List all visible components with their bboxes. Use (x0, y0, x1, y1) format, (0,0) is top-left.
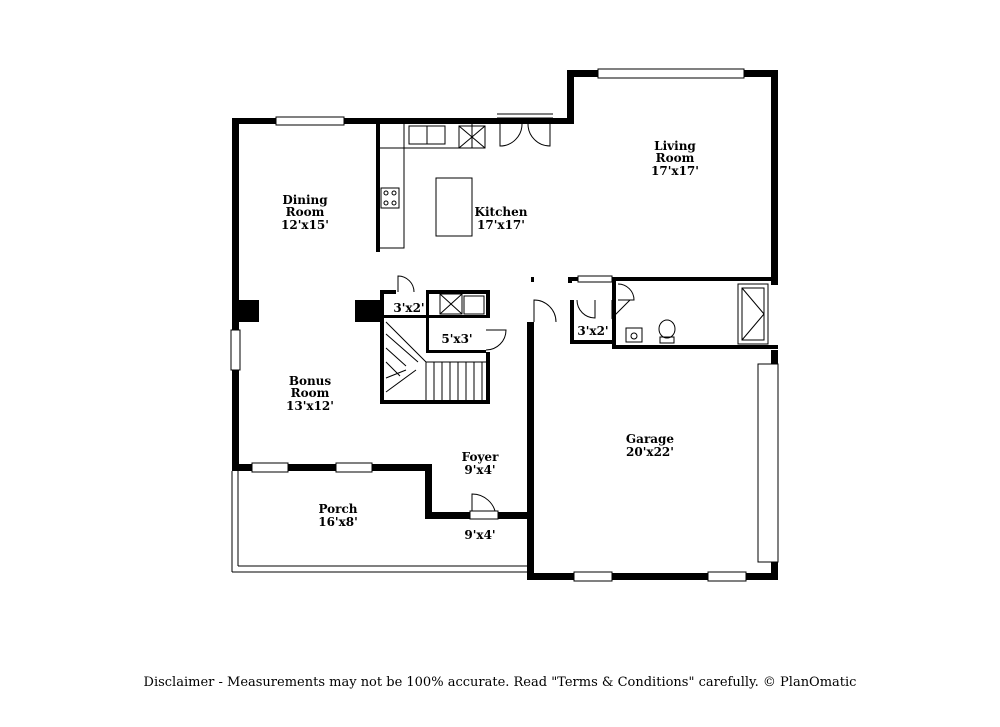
dining-room-label-2: Room (286, 205, 325, 219)
living-room-label: Living (654, 139, 696, 153)
foyer-dim: 9'x4' (464, 463, 495, 477)
garage-label: Garage (626, 432, 675, 446)
kitchen-label: Kitchen (475, 205, 528, 219)
stairs (385, 293, 486, 400)
closet-a-dim: 3'x2' (393, 301, 424, 315)
kitchen-dim: 17'x17' (477, 218, 525, 232)
porch-dim: 16'x8' (318, 515, 358, 529)
laundry-fixtures (625, 283, 769, 345)
exterior-walls (232, 70, 778, 580)
bonus-room-label: Bonus (289, 374, 332, 388)
bonus-room-dim: 13'x12' (286, 399, 334, 413)
windows (230, 68, 779, 582)
living-room-dim: 17'x17' (651, 164, 699, 178)
dining-room-label: Dining (282, 193, 328, 207)
kitchen-fixtures (380, 124, 486, 249)
entry-dim: 9'x4' (464, 528, 495, 542)
porch-outline (231, 471, 527, 573)
garage-dim: 20'x22' (626, 445, 674, 459)
disclaimer-text: Disclaimer - Measurements may not be 100… (143, 675, 857, 690)
foyer-label: Foyer (462, 450, 499, 464)
bonus-room-label-2: Room (291, 386, 330, 400)
closet-b-dim: 5'x3' (441, 332, 472, 346)
closet-c-dim: 3'x2' (577, 324, 608, 338)
dining-room-dim: 12'x15' (281, 218, 329, 232)
porch-label: Porch (318, 502, 357, 516)
interior-walls (376, 124, 778, 404)
living-room-label-2: Room (656, 151, 695, 165)
room-labels: Living Room 17'x17' Dining Room 12'x15' … (281, 139, 699, 542)
doors (397, 113, 635, 520)
